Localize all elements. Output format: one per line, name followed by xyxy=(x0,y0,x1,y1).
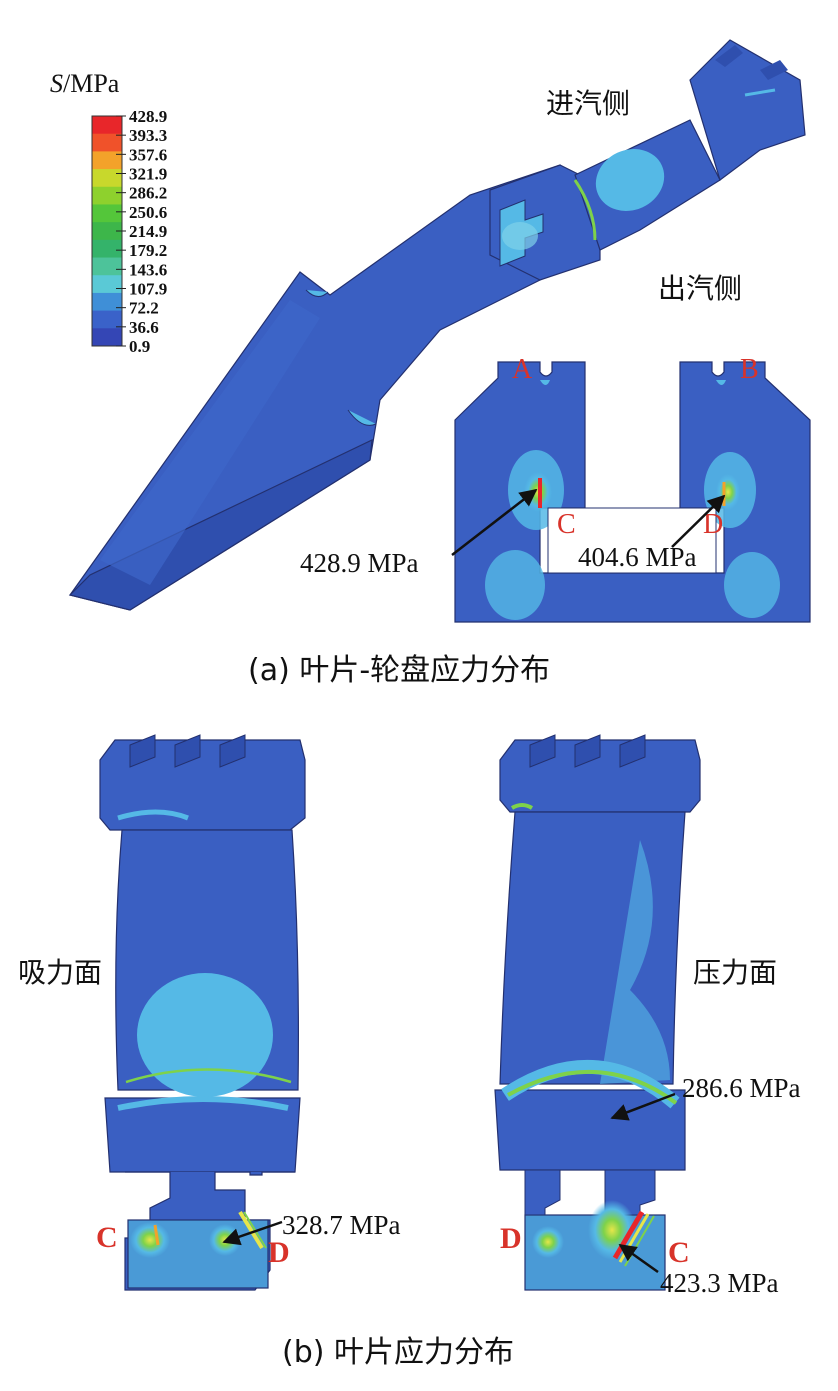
legend-swatch xyxy=(92,275,122,294)
legend-tick-label: 428.9 xyxy=(129,107,167,126)
steam-inlet-label: 进汽侧 xyxy=(546,87,630,120)
blade-suction-side xyxy=(99,734,306,1291)
stress-value-left: 328.7 MPa xyxy=(282,1210,401,1240)
legend-swatch xyxy=(92,133,122,152)
suction-side-label: 吸力面 xyxy=(18,956,102,989)
legend-swatch xyxy=(92,222,122,241)
legend-tick-label: 393.3 xyxy=(129,126,167,145)
arrow-d xyxy=(671,494,726,548)
stress-value-d: 404.6 MPa xyxy=(578,542,697,572)
stress-value-bottom-right: 423.3 MPa xyxy=(660,1268,779,1298)
legend-swatch xyxy=(92,116,122,135)
legend-tick-label: 107.9 xyxy=(129,280,167,299)
legend-tick-label: 179.2 xyxy=(129,241,167,260)
pressure-side-label: 压力面 xyxy=(693,956,777,989)
blade-pressure-side xyxy=(494,734,701,1291)
legend-tick-label: 286.2 xyxy=(129,184,167,203)
stress-value-top-right: 286.6 MPa xyxy=(682,1073,801,1103)
legend-swatch xyxy=(92,292,122,312)
right-point-d-label: D xyxy=(500,1222,522,1255)
legend-swatch xyxy=(92,257,122,276)
legend-swatch xyxy=(92,204,122,223)
legend-tick-label: 143.6 xyxy=(129,260,167,279)
root-slot-inset: A B C D 428.9 MPa 404.6 MPa xyxy=(300,354,818,623)
right-point-c-label: C xyxy=(668,1236,690,1269)
legend-swatch xyxy=(92,310,122,329)
legend-tick-label: 357.6 xyxy=(129,145,167,164)
legend-colorbar xyxy=(91,115,123,347)
legend-tick-label: 72.2 xyxy=(129,299,159,318)
stress-legend: S/MPa 428.9393.3357.6321.9286.2250.6214.… xyxy=(50,69,167,356)
legend-tick-labels: 428.9393.3357.6321.9286.2250.6214.9179.2… xyxy=(116,107,167,356)
point-a-label: A xyxy=(512,354,533,385)
caption-b: (b) 叶片应力分布 xyxy=(282,1335,514,1370)
left-point-c-label: C xyxy=(96,1221,118,1254)
caption-a: (a) 叶片-轮盘应力分布 xyxy=(248,653,550,688)
legend-swatch xyxy=(92,328,122,347)
legend-swatch xyxy=(92,169,122,188)
stress-value-c: 428.9 MPa xyxy=(300,548,419,578)
legend-tick-label: 36.6 xyxy=(129,318,159,337)
legend-tick-label: 214.9 xyxy=(129,222,167,241)
legend-tick-label: 0.9 xyxy=(129,337,150,356)
arrow-c xyxy=(451,488,538,556)
legend-swatch xyxy=(92,239,122,259)
legend-swatch xyxy=(92,186,122,205)
point-c-label: C xyxy=(557,509,576,540)
legend-tick-label: 321.9 xyxy=(129,165,167,184)
steam-outlet-label: 出汽侧 xyxy=(658,272,742,305)
point-d-label: D xyxy=(703,509,723,540)
legend-tick-label: 250.6 xyxy=(129,203,167,222)
legend-title: S/MPa xyxy=(50,69,120,98)
point-b-label: B xyxy=(740,354,759,385)
arrow-top-right xyxy=(610,1092,676,1121)
arrow-bottom-right xyxy=(618,1243,659,1274)
panel-b: 吸力面 压力面 C D 328.7 MPa 286.6 MPa D C 423.… xyxy=(18,734,801,1370)
left-point-d-label: D xyxy=(268,1236,290,1269)
arrow-left-d xyxy=(222,1220,283,1246)
legend-swatch xyxy=(92,151,122,170)
panel-a: S/MPa 428.9393.3357.6321.9286.2250.6214.… xyxy=(50,39,818,688)
disc-model xyxy=(68,39,806,611)
